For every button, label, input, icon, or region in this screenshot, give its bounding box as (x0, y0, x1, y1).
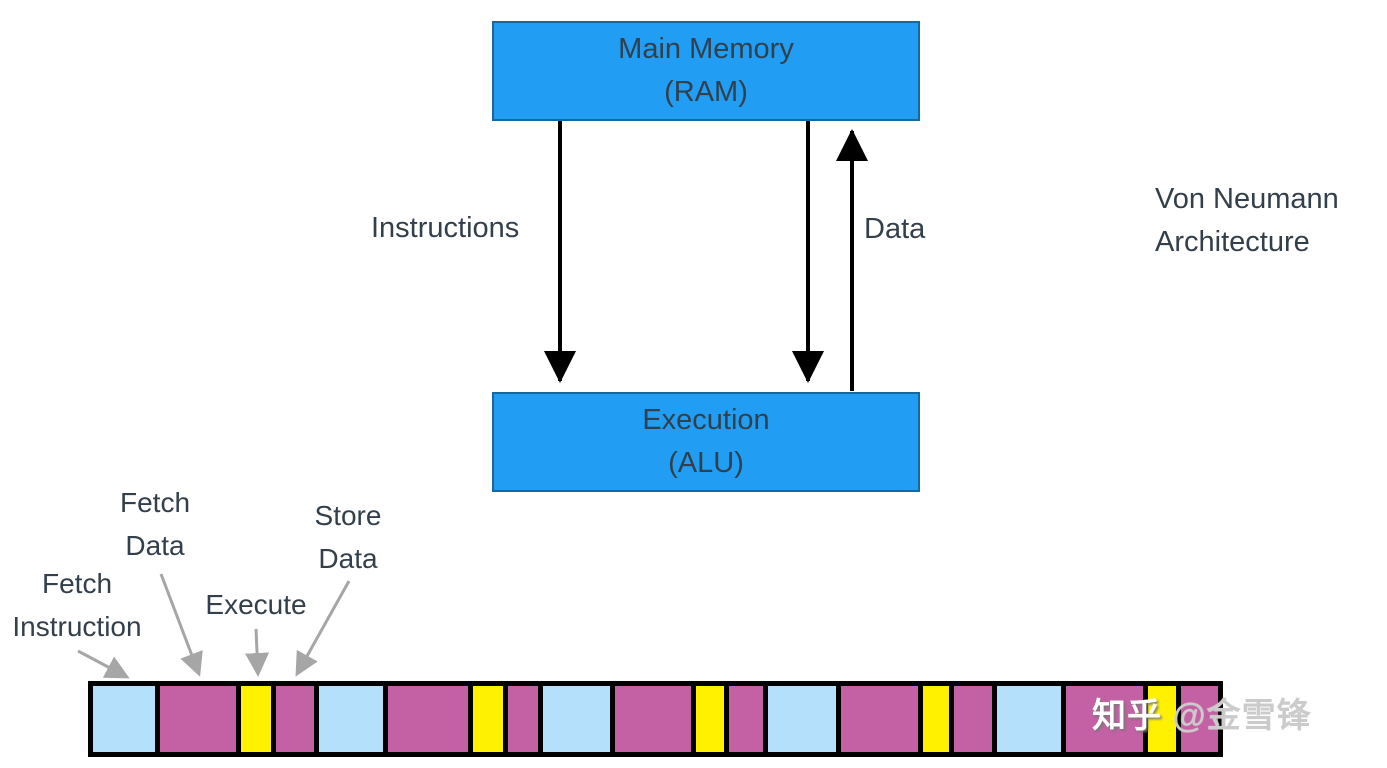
fetch-instruction-pointer (77, 649, 130, 679)
timeline-segment-fetch-instruction (319, 686, 383, 752)
timeline-segment-fetch-data (160, 686, 236, 752)
fetch-data-pointer (159, 573, 203, 677)
timeline-bar (88, 681, 1223, 757)
main-memory-label-line1: Main Memory (618, 33, 794, 65)
main-memory-box: Main Memory (RAM) (492, 21, 920, 121)
main-memory-label-line2: (RAM) (664, 76, 748, 108)
execution-label-line1: Execution (642, 404, 770, 436)
architecture-title-line2: Architecture (1155, 226, 1310, 258)
execute-label: Execute (205, 589, 307, 620)
store-data-label: Store Data (314, 500, 382, 574)
architecture-title: Von Neumann Architecture (1155, 178, 1339, 264)
watermark-brand: 知乎 (1092, 697, 1162, 735)
timeline-segment-fetch-instruction (767, 686, 836, 752)
execution-label-line2: (ALU) (668, 447, 744, 479)
timeline-segment-fetch-data (840, 686, 918, 752)
execute-pointer (245, 628, 270, 677)
timeline-segment-fetch-instruction (93, 686, 156, 752)
timeline-segment-fetch-data (1066, 686, 1143, 752)
timeline-segment-execute (922, 686, 950, 752)
timeline-segment-execute (240, 686, 272, 752)
timeline-segment-store-data (728, 686, 763, 752)
fetch-data-label: Fetch Data (119, 487, 191, 561)
data-label: Data (864, 213, 926, 245)
timeline-segment-execute (473, 686, 503, 752)
architecture-title-line1: Von Neumann (1155, 183, 1339, 215)
timeline-segment-fetch-instruction (543, 686, 610, 752)
timeline-segment-fetch-data (387, 686, 469, 752)
timeline-segment-execute (1147, 686, 1177, 752)
timeline-segment-execute (696, 686, 724, 752)
timeline-segment-store-data (1181, 686, 1219, 752)
timeline-segment-fetch-data (614, 686, 692, 752)
timeline-segment-store-data (276, 686, 315, 752)
fetch-instruction-label: Fetch Instruction (12, 568, 142, 642)
watermark: 知乎 @金雪锋 (1092, 688, 1312, 737)
instructions-label: Instructions (371, 212, 520, 244)
timeline-segment-store-data (507, 686, 539, 752)
timeline-segment-store-data (954, 686, 992, 752)
timeline-segment-fetch-instruction (996, 686, 1062, 752)
execution-box: Execution (ALU) (492, 392, 920, 492)
watermark-handle: @金雪锋 (1172, 697, 1312, 735)
